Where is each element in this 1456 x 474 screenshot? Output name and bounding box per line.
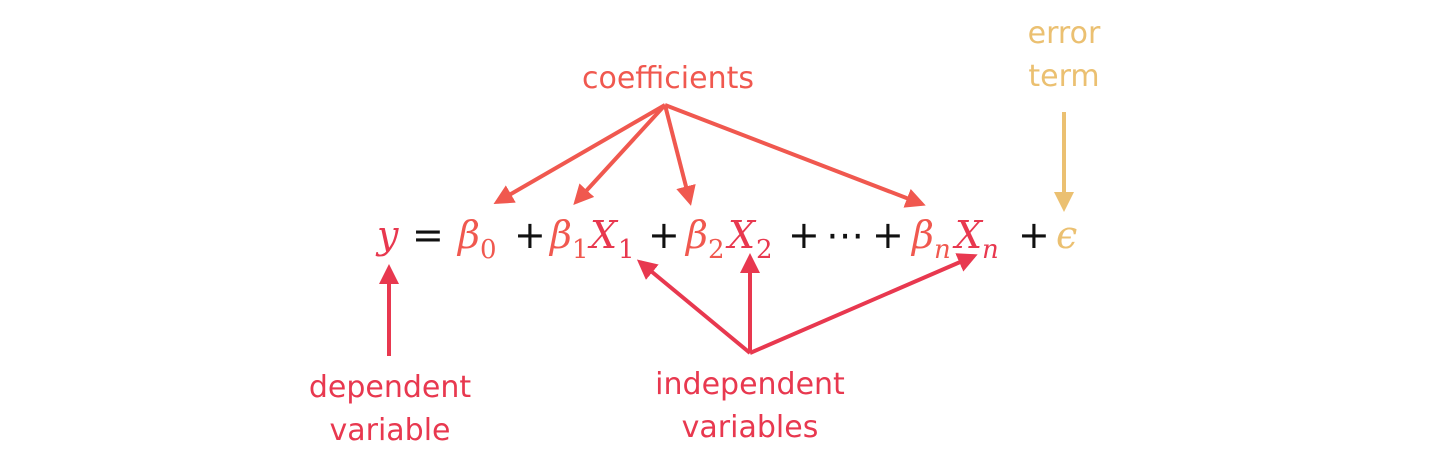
plus-sign-2: + — [648, 213, 680, 257]
variable-x-n: X — [952, 213, 984, 257]
error-term-label-line2: term — [1028, 59, 1099, 94]
dependent-variable-label-line2: variable — [329, 413, 450, 448]
arrow-coefficients-to-beta-n — [664, 103, 926, 208]
plus-sign-1: + — [514, 213, 546, 257]
plus-sign-4: + — [872, 213, 904, 257]
coefficient-beta-n-subscript: n — [934, 235, 951, 265]
equals-sign: = — [412, 213, 444, 257]
coefficients-label: coefficients — [582, 61, 754, 96]
arrow-independent-to-x-n — [749, 253, 978, 355]
coefficient-beta-2: β — [684, 213, 708, 257]
plus-sign-3: + — [788, 213, 820, 257]
variable-x-2: X — [725, 213, 757, 257]
ellipsis: ⋯ — [826, 213, 864, 257]
error-term-label-line1: error — [1028, 16, 1101, 51]
coefficient-beta-0: β — [456, 213, 480, 257]
variable-x-1: X — [587, 213, 619, 257]
error-term-epsilon: ϵ — [1056, 213, 1077, 257]
arrow-coefficients-to-beta-0 — [493, 103, 667, 205]
variable-x-2-subscript: 2 — [756, 235, 773, 265]
arrow-coefficients-to-beta-1 — [573, 103, 667, 205]
dependent-variable-y: y — [375, 213, 399, 257]
independent-variables-label-line1: independent — [655, 367, 845, 402]
independent-variables-label-line2: variables — [682, 410, 819, 445]
coefficient-beta-1-subscript: 1 — [572, 235, 589, 265]
variable-x-1-subscript: 1 — [618, 235, 635, 265]
coefficient-beta-1: β — [548, 213, 572, 257]
plus-sign-5: + — [1018, 213, 1050, 257]
coefficient-beta-n: β — [910, 213, 934, 257]
coefficient-beta-0-subscript: 0 — [480, 235, 497, 265]
variable-x-n-subscript: n — [982, 235, 999, 265]
arrow-independent-to-x-1 — [636, 259, 752, 355]
dependent-variable-label-line1: dependent — [309, 370, 472, 405]
arrow-coefficients-to-beta-2 — [663, 104, 696, 206]
coefficient-beta-2-subscript: 2 — [708, 235, 725, 265]
